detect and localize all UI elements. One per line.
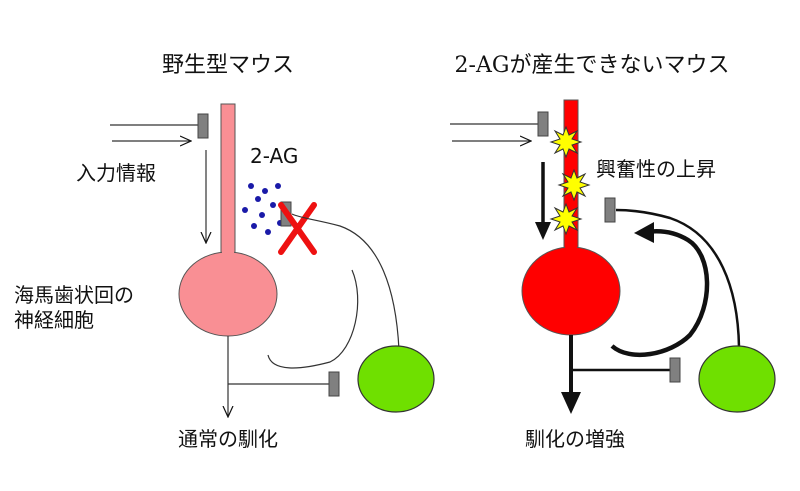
right-axon-arrowhead bbox=[561, 392, 581, 414]
right-inhibitory-synapse bbox=[604, 197, 616, 223]
right-feedback-arrowhead bbox=[634, 222, 654, 243]
right-panel: 2-AGが産生できないマウス 興奮性の上昇 馴化の増強 bbox=[450, 53, 776, 451]
left-neuron-label-line2: 神経細胞 bbox=[14, 308, 94, 332]
left-neuron-label-line1: 海馬歯状回の bbox=[14, 283, 134, 307]
right-neuron-neck bbox=[565, 245, 577, 265]
right-excitation-label: 興奮性の上昇 bbox=[596, 157, 716, 181]
right-collateral-synapse bbox=[669, 357, 681, 383]
left-collateral-synapse bbox=[328, 371, 340, 397]
left-interneuron bbox=[357, 345, 435, 413]
left-input-label: 入力情報 bbox=[76, 161, 156, 185]
left-2ag-dots bbox=[242, 183, 283, 235]
right-dendrite-arrowhead bbox=[535, 222, 551, 240]
left-neuron-dendrite bbox=[220, 103, 236, 265]
right-feedback-arrow bbox=[610, 229, 710, 358]
right-panel-title: 2-AGが産生できないマウス bbox=[455, 53, 730, 78]
right-spark-icons bbox=[549, 125, 591, 236]
left-messenger-label: 2-AG bbox=[250, 144, 298, 168]
left-neuron-soma bbox=[178, 251, 278, 337]
left-interneuron-return bbox=[267, 269, 359, 369]
left-block-cross-icon bbox=[278, 202, 317, 255]
left-panel: 野生型マウス 入力情報 2-AG bbox=[14, 53, 435, 451]
right-input-synapse bbox=[537, 111, 549, 137]
left-panel-title: 野生型マウス bbox=[162, 53, 294, 78]
left-interneuron-axon bbox=[291, 213, 400, 351]
right-interneuron-axon bbox=[615, 208, 741, 348]
left-output-label: 通常の馴化 bbox=[178, 427, 278, 451]
right-interneuron bbox=[698, 345, 776, 413]
left-input-synapse bbox=[197, 113, 209, 139]
left-neuron-neck bbox=[222, 248, 234, 264]
right-output-label: 馴化の増強 bbox=[525, 427, 625, 451]
